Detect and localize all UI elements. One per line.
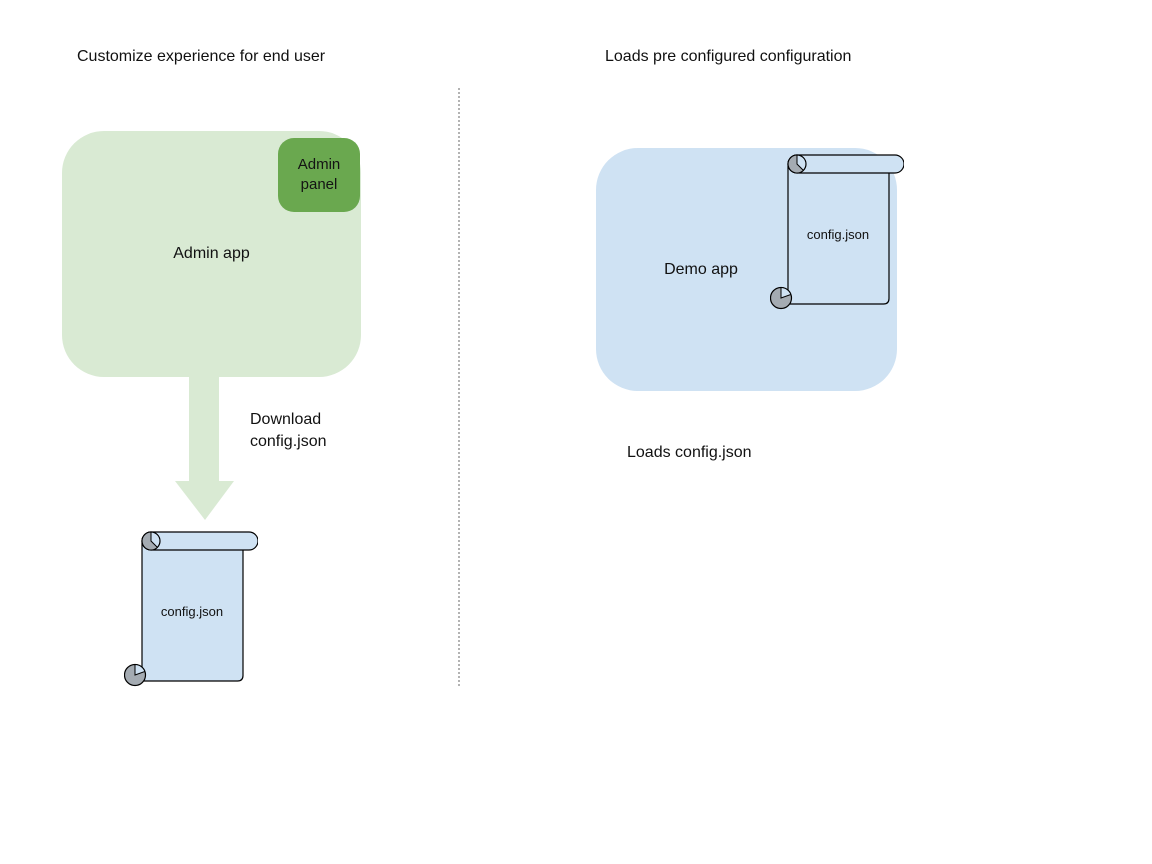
admin-panel-label: Admin panel [297, 156, 341, 193]
section-divider [458, 88, 460, 686]
config-scroll-right: config.json [770, 154, 904, 310]
download-arrow-icon [175, 377, 234, 520]
arrow-shape [175, 377, 234, 520]
right-section-title: Loads pre configured configuration [605, 48, 852, 65]
scroll-body [141, 540, 244, 682]
scroll-file-label: config.json [161, 604, 223, 619]
scroll-top-curl-shade [141, 531, 159, 551]
download-caption: Download config.json [250, 411, 327, 450]
admin-panel-box: Admin panel [278, 138, 360, 212]
config-scroll-left: config.json [124, 531, 258, 687]
demo-app-label-wrap: Demo app [596, 148, 806, 391]
loads-caption: Loads config.json [627, 444, 752, 461]
demo-app-label: Demo app [664, 260, 738, 278]
scroll-body [787, 163, 890, 305]
scroll-bottom-curl-notch [780, 286, 792, 299]
scroll-file-label: config.json [807, 227, 869, 242]
scroll-top-curl-shade [787, 154, 805, 174]
left-section-title: Customize experience for end user [77, 48, 326, 65]
scroll-bottom-curl-notch [134, 663, 146, 676]
admin-app-label: Admin app [173, 245, 250, 262]
